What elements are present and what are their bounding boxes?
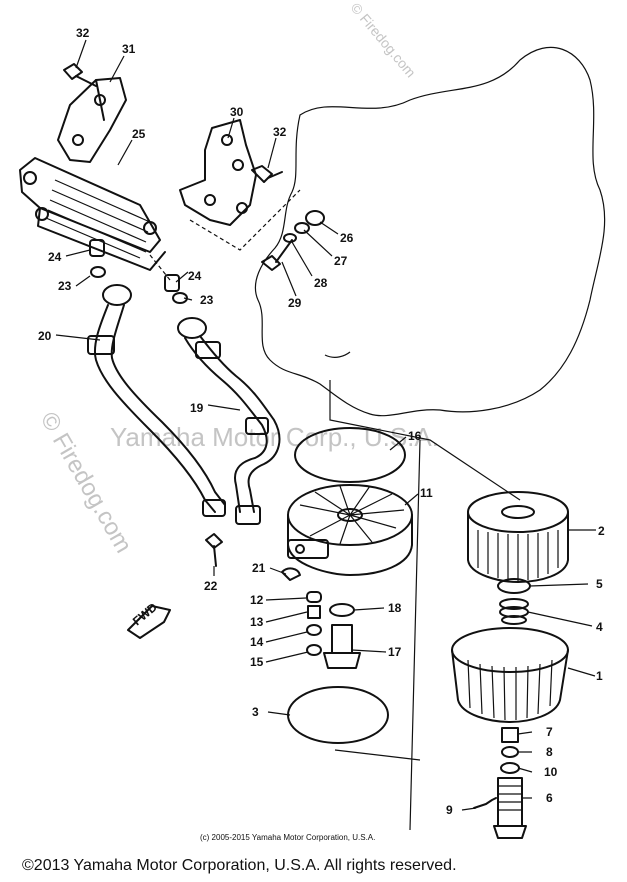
callout-2: 2 [598,524,605,538]
leader-dashed [149,189,301,281]
engine-case-outline [254,46,606,417]
callout-14: 14 [250,635,264,649]
callout-32b: 32 [273,125,287,139]
washer-8 [501,746,519,758]
leader-lines [55,39,596,811]
callout-19: 19 [190,401,204,415]
assembly-dashed [329,380,521,831]
drain-bolt-6 [493,777,527,839]
union-bolt-24 [89,239,105,257]
washer-15 [306,644,322,656]
bracket-30 [179,119,257,226]
watermark-center: Yamaha Motor Corp., U.S.A. [110,422,439,452]
spring-13 [307,605,321,619]
bolt-9 [473,797,497,809]
callout-1: 1 [596,669,603,683]
callout-18: 18 [388,601,402,615]
fwd-arrow: FWD [127,600,171,639]
watermark-corner: © Firedog.com [348,0,419,80]
oil-cooler-25 [19,157,166,271]
washer-28 [283,233,297,243]
bolt-29 [261,239,293,271]
callout-13: 13 [250,615,264,629]
bracket-31 [57,77,127,163]
spacer-27 [294,222,310,234]
callout-23b: 23 [200,293,214,307]
bolt-32b [251,165,283,183]
small-copyright: (c) 2005-2015 Yamaha Motor Corporation, … [200,833,375,842]
center-bolt-17 [323,624,361,669]
callout-21: 21 [252,561,266,575]
plug-21 [281,567,301,581]
callout-32: 32 [76,26,90,40]
oil-pipe-20 [87,284,226,517]
o-ring-10 [500,762,520,774]
filter-cover-11 [287,484,413,576]
callout-4: 4 [596,620,603,634]
callout-8: 8 [546,745,553,759]
o-ring-18 [329,603,355,617]
gasket-23b [172,292,188,304]
bolt-32 [63,63,97,87]
union-bolt-24b [164,274,180,292]
callout-17: 17 [388,645,402,659]
callout-15: 15 [250,655,264,669]
callout-16: 16 [408,429,422,443]
callout-24b: 24 [188,269,202,283]
callout-28: 28 [314,276,328,290]
filter-element-2 [467,491,569,583]
callout-24: 24 [48,250,62,264]
spring-7 [501,727,519,743]
bolt-22 [205,533,223,567]
callout-11: 11 [420,486,433,500]
callout-27: 27 [334,254,348,268]
callout-25: 25 [132,127,146,141]
callout-23: 23 [58,279,72,293]
callout-26: 26 [340,231,354,245]
gasket-3 [287,686,389,744]
callout-7: 7 [546,725,553,739]
ball-14 [306,624,322,636]
gasket-23 [90,266,106,278]
footer-copyright: ©2013 Yamaha Motor Corporation, U.S.A. A… [22,857,457,874]
o-ring-16 [294,427,406,483]
callout-10: 10 [544,765,558,779]
callout-30: 30 [230,105,244,119]
callout-22: 22 [204,579,218,593]
spring-4 [499,598,529,625]
fwd-label: FWD [130,600,160,629]
grommet-26 [305,210,325,226]
oil-pipe-19 [177,317,281,525]
filter-case-1 [451,627,569,723]
callout-20: 20 [38,329,52,343]
callout-29: 29 [288,296,302,310]
callout-9: 9 [446,803,453,817]
callout-6: 6 [546,791,553,805]
callout-31: 31 [122,42,136,56]
callout-12: 12 [250,593,264,607]
cap-12 [306,591,322,603]
callout-5: 5 [596,577,603,591]
callout-3: 3 [252,705,259,719]
